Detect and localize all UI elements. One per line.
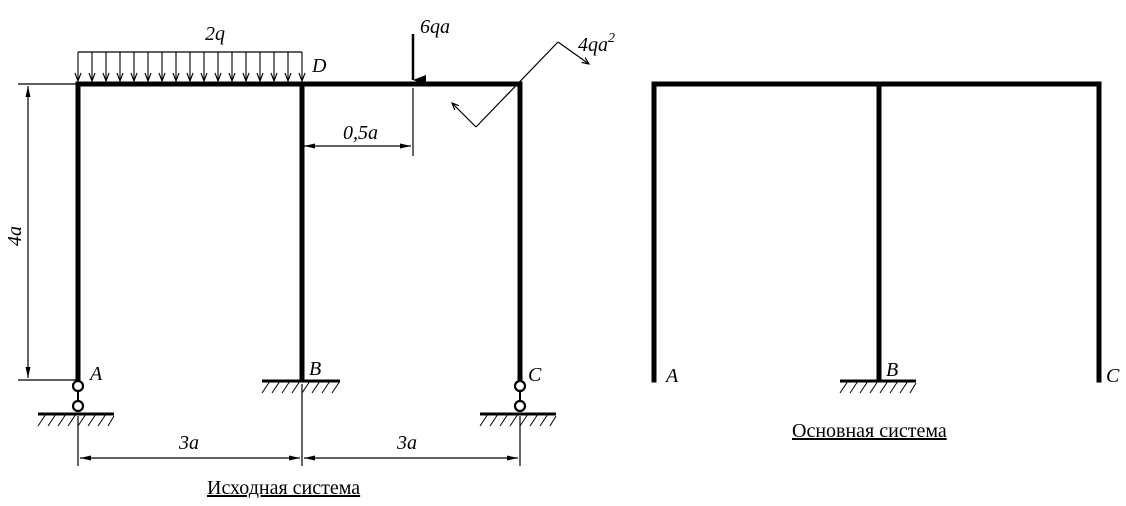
distributed-load-arrowhead xyxy=(284,72,292,83)
basic-system: A B C Основная система xyxy=(651,81,1120,442)
original-system-caption: Исходная система xyxy=(207,477,360,499)
distributed-load-arrowhead xyxy=(130,72,138,83)
distributed-load-arrowhead xyxy=(214,72,222,83)
distributed-load-arrowhead xyxy=(270,72,278,83)
distributed-load-arrowhead xyxy=(256,72,264,83)
dimension-height-label: 4a xyxy=(4,226,26,246)
original-system: 2q 6qa 4qa2 D A B C xyxy=(4,16,615,499)
node-label-d: D xyxy=(311,55,327,77)
point-force-label: 6qa xyxy=(420,16,450,38)
distributed-load-arrowhead xyxy=(228,72,236,83)
distributed-load-arrowhead xyxy=(298,72,306,83)
basic-system-caption: Основная система xyxy=(792,420,947,442)
moment-symbol xyxy=(452,41,589,128)
basic-node-label-a: A xyxy=(664,365,679,387)
distributed-load-arrowhead xyxy=(158,72,166,83)
basic-node-label-c: C xyxy=(1106,365,1120,387)
support-a xyxy=(37,379,115,427)
distributed-load-arrowhead xyxy=(88,72,96,83)
moment-label: 4qa2 xyxy=(578,31,615,56)
distributed-load-arrows xyxy=(74,51,306,83)
frame-outline xyxy=(75,81,523,383)
distributed-load-arrowhead xyxy=(186,72,194,83)
dimension-height xyxy=(18,83,76,381)
distributed-load-arrowhead xyxy=(144,72,152,83)
distributed-load-label: 2q xyxy=(205,23,225,45)
distributed-load-arrowhead xyxy=(172,72,180,83)
dimension-force-offset-label: 0,5a xyxy=(343,122,378,144)
support-c xyxy=(479,379,557,427)
dimension-force-offset xyxy=(304,88,414,156)
distributed-load-arrowhead xyxy=(74,72,82,83)
distributed-load-arrowhead xyxy=(242,72,250,83)
support-b xyxy=(261,379,341,394)
node-label-b: B xyxy=(309,358,321,380)
node-label-a: A xyxy=(88,363,103,385)
basic-node-label-b: B xyxy=(886,359,898,381)
basic-support-b xyxy=(839,379,917,394)
dimension-span-right-label: 3a xyxy=(396,432,417,454)
distributed-load-arrowhead xyxy=(102,72,110,83)
distributed-load-arrowhead xyxy=(200,72,208,83)
distributed-load-arrowhead xyxy=(116,72,124,83)
node-label-c: C xyxy=(528,364,542,386)
dimension-span-left-label: 3a xyxy=(178,432,199,454)
dimension-spans xyxy=(77,384,521,466)
